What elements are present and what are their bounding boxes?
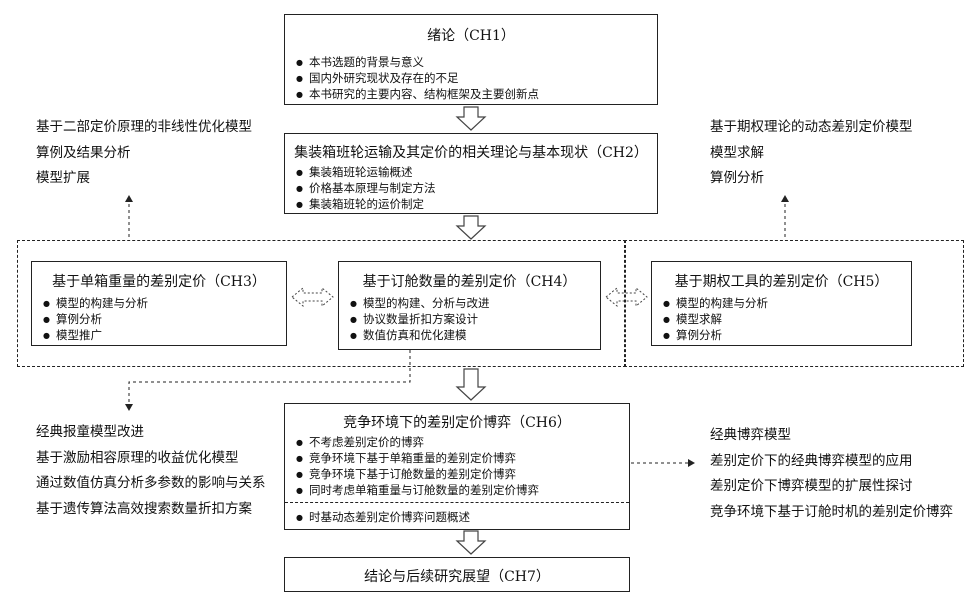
ch2-title: 集装箱班轮运输及其定价的相关理论与基本现状（CH2） xyxy=(294,145,648,161)
side-right-bottom: 经典博弈模型 差别定价下的经典博弈模型的应用 差别定价下博弈模型的扩展性探讨 竞… xyxy=(710,423,953,525)
ch2-item: 集装箱班轮的运价制定 xyxy=(296,197,435,213)
box-ch7: 结论与后续研究展望（CH7） xyxy=(284,557,630,592)
side-right-top: 基于期权理论的动态差别定价模型 模型求解 算例分析 xyxy=(710,115,913,192)
arrow-ch1-ch2 xyxy=(455,106,487,131)
side-text: 算例及结果分析 xyxy=(36,144,131,161)
side-text: 竞争环境下基于订舱时机的差别定价博弈 xyxy=(710,503,953,520)
ch4-item: 协议数量折扣方案设计 xyxy=(350,312,489,328)
ch6-item: 竞争环境下基于订舱数量的差别定价博弈 xyxy=(296,467,539,483)
side-text: 通过数值仿真分析多参数的影响与关系 xyxy=(36,475,266,491)
ch3-item: 算例分析 xyxy=(43,312,148,328)
group-ch3-ch4 xyxy=(17,240,626,367)
side-text: 基于遗传算法高效搜索数量折扣方案 xyxy=(36,500,252,517)
ch5-title: 基于期权工具的差别定价（CH5） xyxy=(674,274,889,290)
box-ch4: 基于订舱数量的差别定价（CH4） 模型的构建、分析与改进 协议数量折扣方案设计 … xyxy=(338,261,601,350)
ch5-item: 算例分析 xyxy=(663,328,768,344)
ch5-item: 模型求解 xyxy=(663,312,768,328)
ch5-items: 模型的构建与分析 模型求解 算例分析 xyxy=(663,296,768,344)
side-text: 基于期权理论的动态差别定价模型 xyxy=(710,119,913,135)
ch3-item: 模型的构建与分析 xyxy=(43,296,148,312)
side-text: 经典博弈模型 xyxy=(710,427,791,443)
group-ch5 xyxy=(624,240,964,367)
arrow-ch6-ch7 xyxy=(455,530,487,555)
ch2-item: 价格基本原理与制定方法 xyxy=(296,181,436,197)
arrow-ch2-group xyxy=(455,215,487,240)
side-text: 模型求解 xyxy=(710,144,764,161)
ch6-divider xyxy=(285,502,629,503)
ch4-item: 数值仿真和优化建模 xyxy=(350,328,489,344)
ch6-extra-items: 时基动态差别定价博弈问题概述 xyxy=(296,510,470,526)
box-ch2: 集装箱班轮运输及其定价的相关理论与基本现状（CH2） 集装箱班轮运输概述 价格基… xyxy=(284,133,658,214)
ch2-item: 集装箱班轮运输概述 xyxy=(296,165,435,181)
ch3-item: 模型推广 xyxy=(43,328,148,344)
ch1-item: 本书研究的主要内容、结构框架及主要创新点 xyxy=(296,87,539,103)
ch3-items: 模型的构建与分析 算例分析 模型推广 xyxy=(43,296,148,344)
ch6-item: 竞争环境下基于单箱重量的差别定价博弈 xyxy=(296,451,539,467)
ch1-item: 国内外研究现状及存在的不足 xyxy=(296,71,539,87)
side-text: 经典报童模型改进 xyxy=(36,424,144,440)
ch2-items: 集装箱班轮运输概述 价格基本原理与制定方法 集装箱班轮的运价制定 xyxy=(296,165,436,213)
ch6-item: 不考虑差别定价的博弈 xyxy=(296,435,539,451)
double-arrow-ch3-ch4 xyxy=(291,286,334,308)
box-ch6: 竞争环境下的差别定价博弈（CH6） 不考虑差别定价的博弈 竞争环境下基于单箱重量… xyxy=(284,403,630,530)
ch4-title: 基于订舱数量的差别定价（CH4） xyxy=(362,274,577,290)
ch1-title: 绪论（CH1） xyxy=(427,28,515,44)
box-ch1: 绪论（CH1） 本书选题的背景与意义 国内外研究现状及存在的不足 本书研究的主要… xyxy=(284,14,658,105)
side-left-top: 基于二部定价原理的非线性优化模型 算例及结果分析 模型扩展 xyxy=(36,115,252,192)
arrow-group-ch6 xyxy=(455,368,487,401)
side-text: 模型扩展 xyxy=(36,170,90,186)
box-ch3: 基于单箱重量的差别定价（CH3） 模型的构建与分析 算例分析 模型推广 xyxy=(31,261,287,346)
side-text: 基于激励相容原理的收益优化模型 xyxy=(36,449,239,466)
ch4-item: 模型的构建、分析与改进 xyxy=(350,296,490,312)
double-arrow-ch4-ch5 xyxy=(605,286,648,308)
ch6-items: 不考虑差别定价的博弈 竞争环境下基于单箱重量的差别定价博弈 竞争环境下基于订舱数… xyxy=(296,435,539,499)
side-text: 差别定价下博弈模型的扩展性探讨 xyxy=(710,478,913,494)
ch1-item: 本书选题的背景与意义 xyxy=(296,55,539,71)
ch1-items: 本书选题的背景与意义 国内外研究现状及存在的不足 本书研究的主要内容、结构框架及… xyxy=(296,55,539,103)
ch6-item: 同时考虑单箱重量与订舱数量的差别定价博弈 xyxy=(296,483,539,499)
ch5-item: 模型的构建与分析 xyxy=(663,296,768,312)
ch6-title: 竞争环境下的差别定价博弈（CH6） xyxy=(343,415,571,431)
box-ch5: 基于期权工具的差别定价（CH5） 模型的构建与分析 模型求解 算例分析 xyxy=(651,261,912,346)
side-text: 基于二部定价原理的非线性优化模型 xyxy=(36,119,252,135)
ch3-title: 基于单箱重量的差别定价（CH3） xyxy=(52,274,266,290)
side-left-bottom: 经典报童模型改进 基于激励相容原理的收益优化模型 通过数值仿真分析多参数的影响与… xyxy=(36,420,266,522)
ch6-extra-item: 时基动态差别定价博弈问题概述 xyxy=(296,510,470,526)
side-text: 算例分析 xyxy=(710,170,764,186)
dashed-arrow-ch4-down xyxy=(125,350,411,411)
ch4-items: 模型的构建、分析与改进 协议数量折扣方案设计 数值仿真和优化建模 xyxy=(350,296,490,344)
side-text: 差别定价下的经典博弈模型的应用 xyxy=(710,452,913,469)
ch7-title: 结论与后续研究展望（CH7） xyxy=(364,569,550,585)
